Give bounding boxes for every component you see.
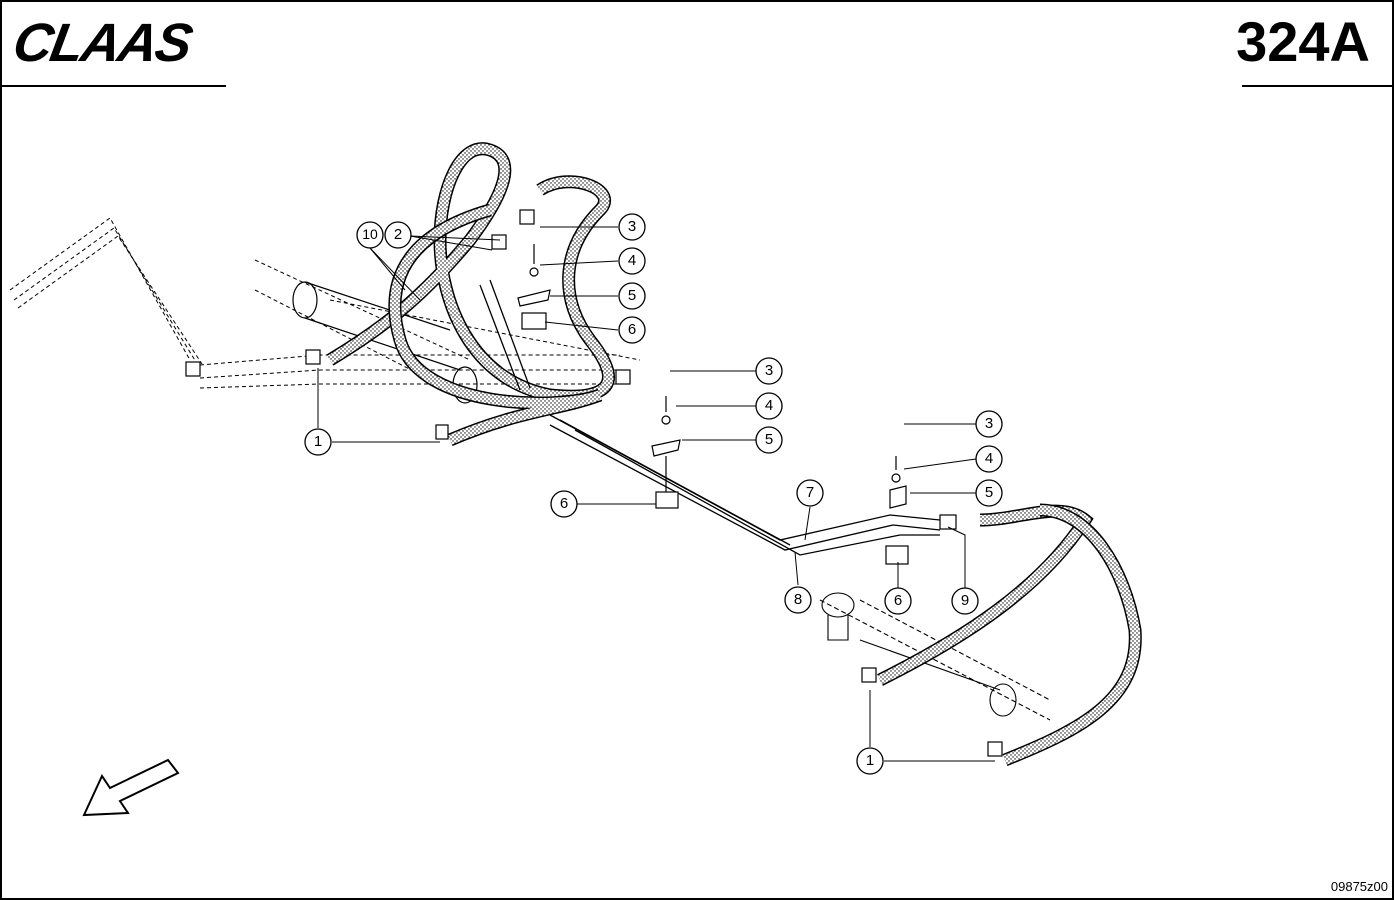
callout-10: 10 bbox=[362, 226, 378, 242]
callout-2: 2 bbox=[393, 226, 403, 243]
callout-6c: 6 bbox=[893, 592, 903, 609]
callout-4b: 4 bbox=[764, 397, 774, 414]
fittings bbox=[185, 209, 1003, 757]
steel-pipes bbox=[479, 279, 941, 556]
callout-3b: 3 bbox=[764, 362, 774, 379]
callout-3a: 3 bbox=[627, 218, 637, 235]
hydraulic-cylinder-right bbox=[819, 592, 1051, 721]
callout-4c: 4 bbox=[984, 450, 994, 467]
page-number: 324A bbox=[1236, 10, 1370, 73]
callout-9: 9 bbox=[960, 592, 970, 609]
clamp-parts bbox=[517, 244, 909, 565]
ghost-structure-left bbox=[9, 217, 641, 401]
callout-1b: 1 bbox=[865, 752, 875, 769]
hose-assembly-lower bbox=[877, 503, 1142, 767]
brand-logo-text: CLAAS bbox=[8, 13, 196, 73]
leader-lines bbox=[317, 226, 995, 762]
callout-group bbox=[304, 213, 1003, 775]
callout-8: 8 bbox=[793, 591, 803, 608]
direction-arrow-icon bbox=[82, 758, 180, 817]
brand-logo: CLAAS bbox=[9, 13, 234, 73]
callout-6b: 6 bbox=[559, 495, 569, 512]
callout-1a: 1 bbox=[313, 433, 323, 450]
callout-6a: 6 bbox=[627, 321, 637, 338]
callout-3c: 3 bbox=[984, 415, 994, 432]
callout-5a: 5 bbox=[627, 287, 637, 304]
callout-4a: 4 bbox=[627, 252, 637, 269]
hose-assembly-upper bbox=[326, 142, 615, 446]
drawing-number: 09875z00 bbox=[1330, 879, 1388, 894]
callout-5c: 5 bbox=[984, 484, 994, 501]
callout-7: 7 bbox=[805, 484, 815, 501]
callout-5b: 5 bbox=[764, 431, 774, 448]
